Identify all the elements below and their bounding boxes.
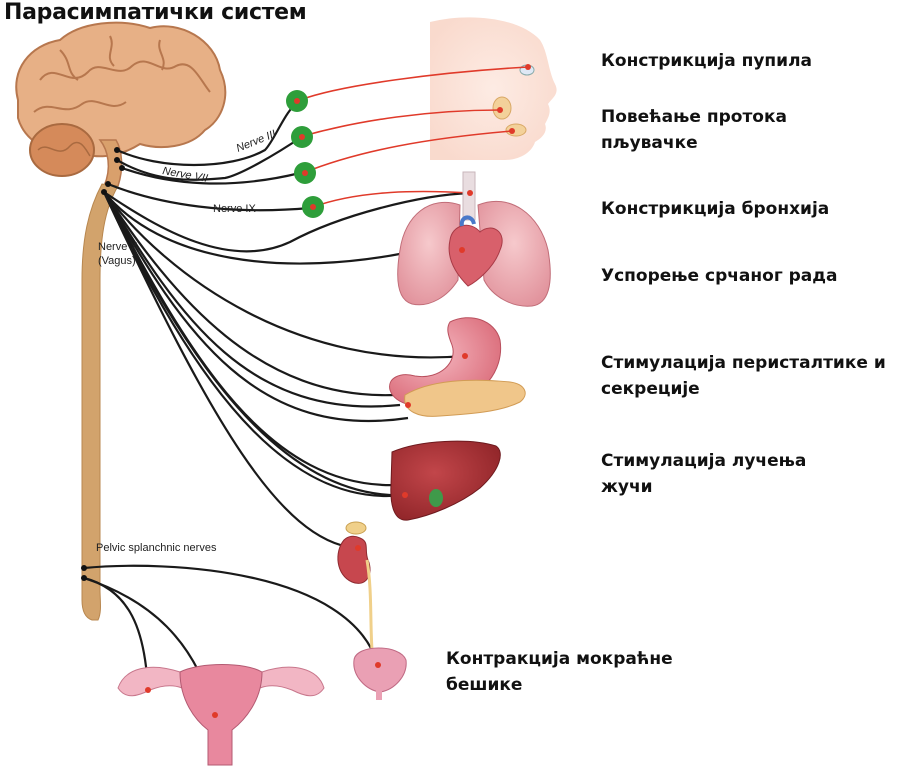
nerve-label-iii: Nerve III	[235, 128, 278, 155]
nerve-label-pelvic: Pelvic splanchnic nerves	[96, 542, 217, 554]
effect-label: Успорење срчаног рада	[601, 263, 837, 289]
effect-label: Констрикција бронхија	[601, 196, 829, 222]
salivary-gland-icon	[506, 124, 526, 136]
ganglion-icon	[286, 90, 324, 218]
liver-icon	[391, 441, 500, 520]
bladder-icon	[354, 648, 406, 700]
nerve-label-vagus: (Vagus)	[98, 255, 136, 267]
effect-label: Констрикција пупила	[601, 48, 812, 74]
kidney-icon	[338, 522, 372, 650]
nerve-label-ix: Nerve IX	[213, 203, 256, 215]
nerve-label-x: Nerve X	[98, 241, 138, 253]
uterus-icon	[118, 665, 324, 766]
